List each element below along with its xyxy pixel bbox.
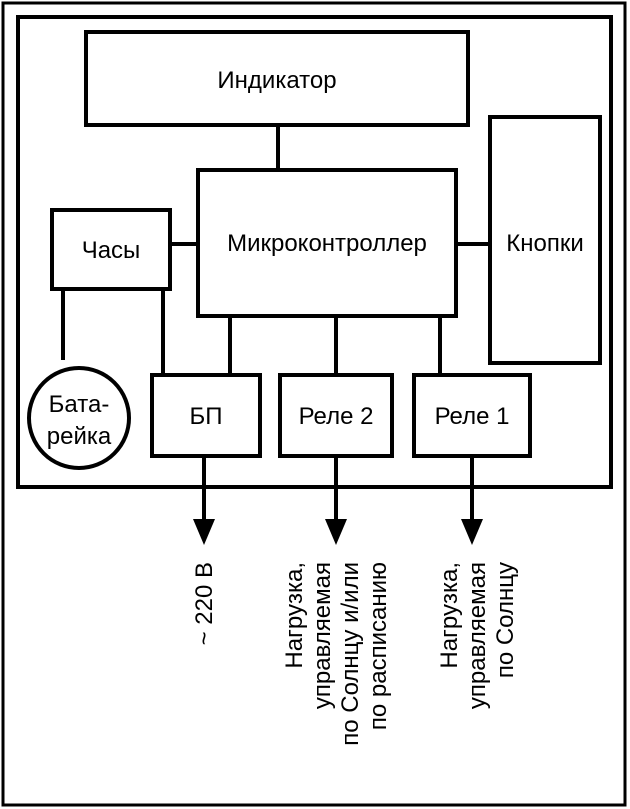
battery-block [27, 366, 131, 470]
load1-line1: Нагрузка, [436, 562, 463, 669]
relay1-label: Реле 1 [435, 403, 510, 430]
load2-line4: по расписанию [365, 562, 392, 730]
relay2-block [278, 373, 394, 458]
load2-line1: Нагрузка, [281, 562, 308, 669]
mains-arrow-head [193, 519, 215, 545]
load1-line3: по Солнцу [492, 562, 519, 678]
indicator-label: Индикатор [217, 67, 336, 94]
load2-arrow-head [325, 519, 347, 545]
load2-line3: по Солнцу и/или [337, 562, 364, 746]
battery-label-line1: Бата- [49, 391, 110, 418]
battery-label-line2: рейка [47, 423, 112, 450]
indicator-block [84, 30, 470, 127]
load2-output-label: Нагрузка, управляемая по Солнцу и/или по… [281, 562, 392, 746]
buttons-block [488, 115, 602, 365]
load1-line2: управляемая [464, 562, 491, 709]
microcontroller-label: Микроконтроллер [227, 230, 427, 257]
clock-label: Часы [82, 237, 141, 264]
power-supply-block [150, 373, 262, 458]
device-enclosure [16, 15, 613, 489]
load2-line2: управляемая [309, 562, 336, 709]
buttons-label: Кнопки [506, 230, 583, 257]
load1-arrow-head [461, 519, 483, 545]
power-supply-label: БП [190, 403, 223, 430]
relay1-block [412, 373, 532, 458]
microcontroller-block [196, 168, 458, 318]
mains-output-label: ~ 220 В [191, 562, 218, 645]
clock-block [50, 208, 172, 291]
load1-output-label: Нагрузка, управляемая по Солнцу [436, 562, 519, 709]
relay2-label: Реле 2 [299, 403, 374, 430]
